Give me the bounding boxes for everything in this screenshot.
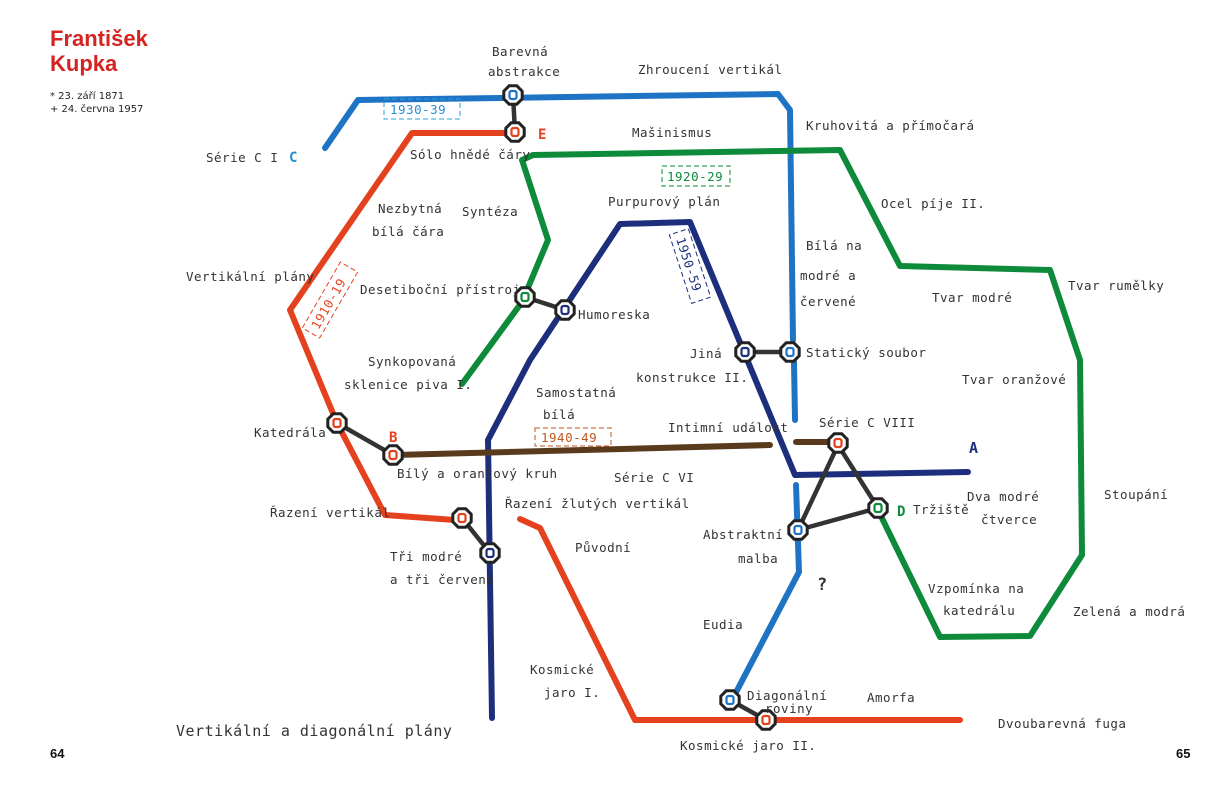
station-label: modré a (800, 268, 856, 283)
line-markers: C E B D A (289, 127, 979, 520)
station-label: Intimní událost (668, 420, 788, 435)
interchange-station (554, 299, 576, 321)
station-label: Statický soubor (806, 345, 926, 360)
interchange-station (779, 341, 801, 363)
station-label: Syntéza (462, 204, 518, 219)
station-label: Amorfa (867, 690, 915, 705)
station-label: Série C I (206, 150, 278, 165)
station-label: Stoupání (1104, 487, 1168, 502)
station-label: Řazení vertikál (270, 505, 390, 520)
line-marker-e: E (538, 127, 547, 143)
station-label: Vertikální a diagonální plány (176, 722, 452, 740)
station-label: Sólo hnědé čáry (410, 147, 530, 162)
station-label: Kruhovitá a přímočará (806, 118, 975, 133)
station-label: Dvoubarevná fuga (998, 716, 1126, 731)
interchange-station (451, 507, 473, 529)
station-label: Katedrála (254, 425, 326, 440)
station-label: Tři modré (390, 549, 462, 564)
station-label: abstrakce (488, 64, 560, 79)
station-label: Humoreska (578, 307, 650, 322)
station-labels: Barevná abstrakce Zhroucení vertikál Kru… (176, 44, 1185, 753)
interchange-station (326, 412, 348, 434)
interchange-station (867, 497, 889, 519)
station-label: sklenice piva I. (344, 377, 472, 392)
interchange-station (755, 709, 777, 731)
decade-1920-29: 1920-29 (667, 169, 723, 184)
line-marker-b: B (389, 430, 398, 446)
line-marker-a: A (969, 439, 979, 457)
station-label: Abstraktní (703, 527, 783, 542)
station-label: Série C VIII (819, 415, 915, 430)
station-label: jaro I. (544, 685, 600, 700)
station-label: Tvar oranžové (962, 372, 1066, 387)
transfer-connectors (334, 92, 881, 723)
station-label: Desetiboční přístroj (360, 282, 521, 297)
interchange-station (504, 121, 526, 143)
station-label: Ocel píje II. (881, 196, 985, 211)
artist-last-name: Kupka (50, 51, 118, 76)
artist-name: František Kupka (50, 26, 250, 76)
station-label: roviny (765, 701, 813, 716)
station-label: Barevná (492, 44, 548, 59)
station-label: Kosmické jaro II. (680, 738, 816, 753)
interchange-station (734, 341, 756, 363)
station-label: Původní (575, 540, 631, 555)
station-label: Série C VI (614, 470, 694, 485)
life-dates: * 23. září 1871 + 24. června 1957 (50, 90, 143, 116)
station-label: bílá (543, 407, 575, 422)
station-label: Kosmické (530, 662, 594, 677)
interchange-station (827, 432, 849, 454)
decade-1930-39: 1930-39 (390, 102, 446, 117)
interchange-station (479, 542, 501, 564)
station-label: Mašinismus (632, 125, 712, 140)
station-label: malba (738, 551, 778, 566)
line-red (287, 130, 963, 723)
birth-date: * 23. září 1871 (50, 91, 125, 102)
station-label: ? (817, 575, 828, 595)
station-label: Zhroucení vertikál (638, 62, 782, 77)
page-number-left: 64 (50, 746, 65, 761)
station-label: Samostatná (536, 385, 616, 400)
line-green (459, 147, 1085, 640)
station-label: konstrukce II. (636, 370, 748, 385)
interchange-station (514, 286, 536, 308)
station-label: Diagonální (747, 688, 827, 703)
station-label: červené (800, 294, 856, 309)
station-label: čtverce (981, 512, 1037, 527)
station-label: Bílá na (806, 238, 862, 253)
interchange-station (787, 519, 809, 541)
station-label: Vertikální plány (186, 269, 314, 284)
page-number-right: 65 (1176, 746, 1191, 761)
station-label: Purpurový plán (608, 194, 720, 209)
station-label: Dva modré (967, 489, 1039, 504)
line-dark-blue (485, 219, 971, 721)
station-label: Tvar modré (932, 290, 1012, 305)
artist-first-name: František (50, 26, 148, 51)
station-label: Řazení žlutých vertikál (505, 496, 690, 511)
station-label: Synkopovaná (368, 354, 456, 369)
death-date: + 24. června 1957 (50, 104, 144, 115)
line-marker-d: D (897, 504, 906, 520)
station-label: a tři červené (390, 572, 494, 587)
station-label: Tvar rumělky (1068, 278, 1164, 293)
line-brown (392, 439, 838, 458)
station-label: katedrálu (943, 603, 1015, 618)
interchange-station (502, 84, 524, 106)
station-label: Zelená a modrá (1073, 604, 1185, 619)
station-label: Vzpomínka na (928, 581, 1024, 596)
interchange-station (382, 444, 404, 466)
interchange-station (719, 689, 741, 711)
station-label: Tržiště (913, 502, 969, 517)
station-label: Nezbytná (378, 201, 442, 216)
station-label: Jiná (690, 346, 722, 361)
station-label: Eudia (703, 617, 743, 632)
line-marker-c: C (289, 150, 298, 166)
station-label: bílá čára (372, 224, 444, 239)
station-label: Bílý a oranžový kruh (397, 466, 558, 481)
line-light-blue (322, 91, 802, 703)
decade-1940-49: 1940-49 (541, 430, 597, 445)
